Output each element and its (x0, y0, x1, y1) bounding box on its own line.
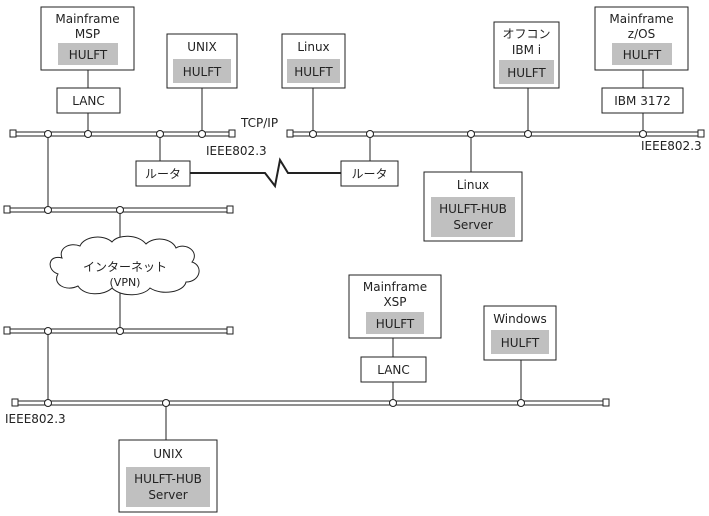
product-label: HULFT (69, 48, 108, 62)
node-title: オフコン (502, 27, 550, 41)
bus-end (9, 129, 17, 138)
product-label: HULFT (294, 65, 333, 79)
bus-end (3, 205, 11, 214)
node-title: Mainframe (609, 12, 673, 26)
bus-end (602, 398, 610, 407)
bus-end (226, 205, 234, 214)
bus-end (3, 326, 11, 335)
product-label: HULFT-HUB (439, 202, 507, 216)
router-left: ルータ (135, 160, 191, 187)
tap (44, 399, 52, 407)
product-label: Server (148, 488, 187, 502)
adapter-label: LANC (72, 94, 105, 108)
node-windows: Windows HULFT (483, 305, 557, 361)
cloud-label: インターネット (83, 260, 167, 274)
node-unix-hub: UNIX HULFT-HUB Server (118, 439, 218, 513)
adapter-ibm3172: IBM 3172 (601, 87, 684, 114)
wan-link (190, 157, 341, 189)
node-title: Mainframe (55, 12, 119, 26)
node-linux-hub: Linux HULFT-HUB Server (423, 171, 523, 242)
product-label: HULFT (183, 65, 222, 79)
bus-end (286, 129, 294, 138)
ieee-label-top-left: IEEE802.3 (206, 144, 267, 158)
node-title: z/OS (628, 27, 655, 41)
bus-end (697, 129, 705, 138)
bus-end (228, 129, 236, 138)
tap (639, 130, 647, 138)
node-title: Windows (493, 312, 547, 326)
product-label: HULFT (623, 48, 662, 62)
node-office-ibmi: オフコン IBM i HULFT (493, 21, 560, 89)
tap (156, 130, 164, 138)
tap (44, 206, 52, 214)
tap (389, 399, 397, 407)
adapter-lanc-msp: LANC (56, 87, 121, 114)
tap (162, 399, 170, 407)
adapter-label: LANC (377, 363, 410, 377)
adapter-label: IBM 3172 (614, 94, 670, 108)
ieee-label-bottom: IEEE802.3 (5, 412, 66, 426)
tap (116, 327, 124, 335)
tap (116, 206, 124, 214)
tap (524, 130, 532, 138)
tap (44, 327, 52, 335)
ieee-label-top-right: IEEE802.3 (641, 139, 702, 153)
adapter-lanc-xsp: LANC (360, 356, 427, 383)
node-title: Mainframe (363, 280, 427, 294)
tap (467, 130, 475, 138)
node-title: UNIX (187, 40, 217, 54)
product-label: HULFT-HUB (134, 472, 202, 486)
product-label: HULFT (376, 317, 415, 331)
tap (309, 130, 317, 138)
product-label: Server (453, 218, 492, 232)
cloud-icon (49, 235, 200, 296)
wires (47, 70, 644, 440)
tap (198, 130, 206, 138)
tap (44, 130, 52, 138)
node-title: MSP (75, 27, 100, 41)
cloud-label: (VPN) (110, 276, 141, 289)
product-label: HULFT (501, 336, 540, 350)
node-title: Linux (457, 178, 489, 192)
router-label: ルータ (351, 167, 387, 181)
node-title: IBM i (512, 43, 541, 57)
taps (44, 130, 647, 407)
node-title: Linux (297, 40, 329, 54)
bus-end (226, 326, 234, 335)
node-unix-top: UNIX HULFT (166, 33, 238, 89)
node-linux-top: Linux HULFT (281, 33, 346, 89)
node-title: UNIX (153, 447, 183, 461)
tap (366, 130, 374, 138)
node-mainframe-xsp: Mainframe XSP HULFT (348, 274, 442, 339)
tap (84, 130, 92, 138)
tap (517, 399, 525, 407)
node-mainframe-msp: Mainframe MSP HULFT (40, 6, 135, 71)
router-right: ルータ (340, 160, 399, 187)
router-label: ルータ (145, 167, 181, 181)
product-label: HULFT (507, 66, 546, 80)
cloud-internet: インターネット (VPN) (49, 235, 200, 296)
tcpip-label: TCP/IP (240, 116, 278, 130)
bus-end (11, 398, 19, 407)
node-mainframe-zos: Mainframe z/OS HULFT (594, 6, 689, 71)
node-title: XSP (383, 295, 406, 309)
